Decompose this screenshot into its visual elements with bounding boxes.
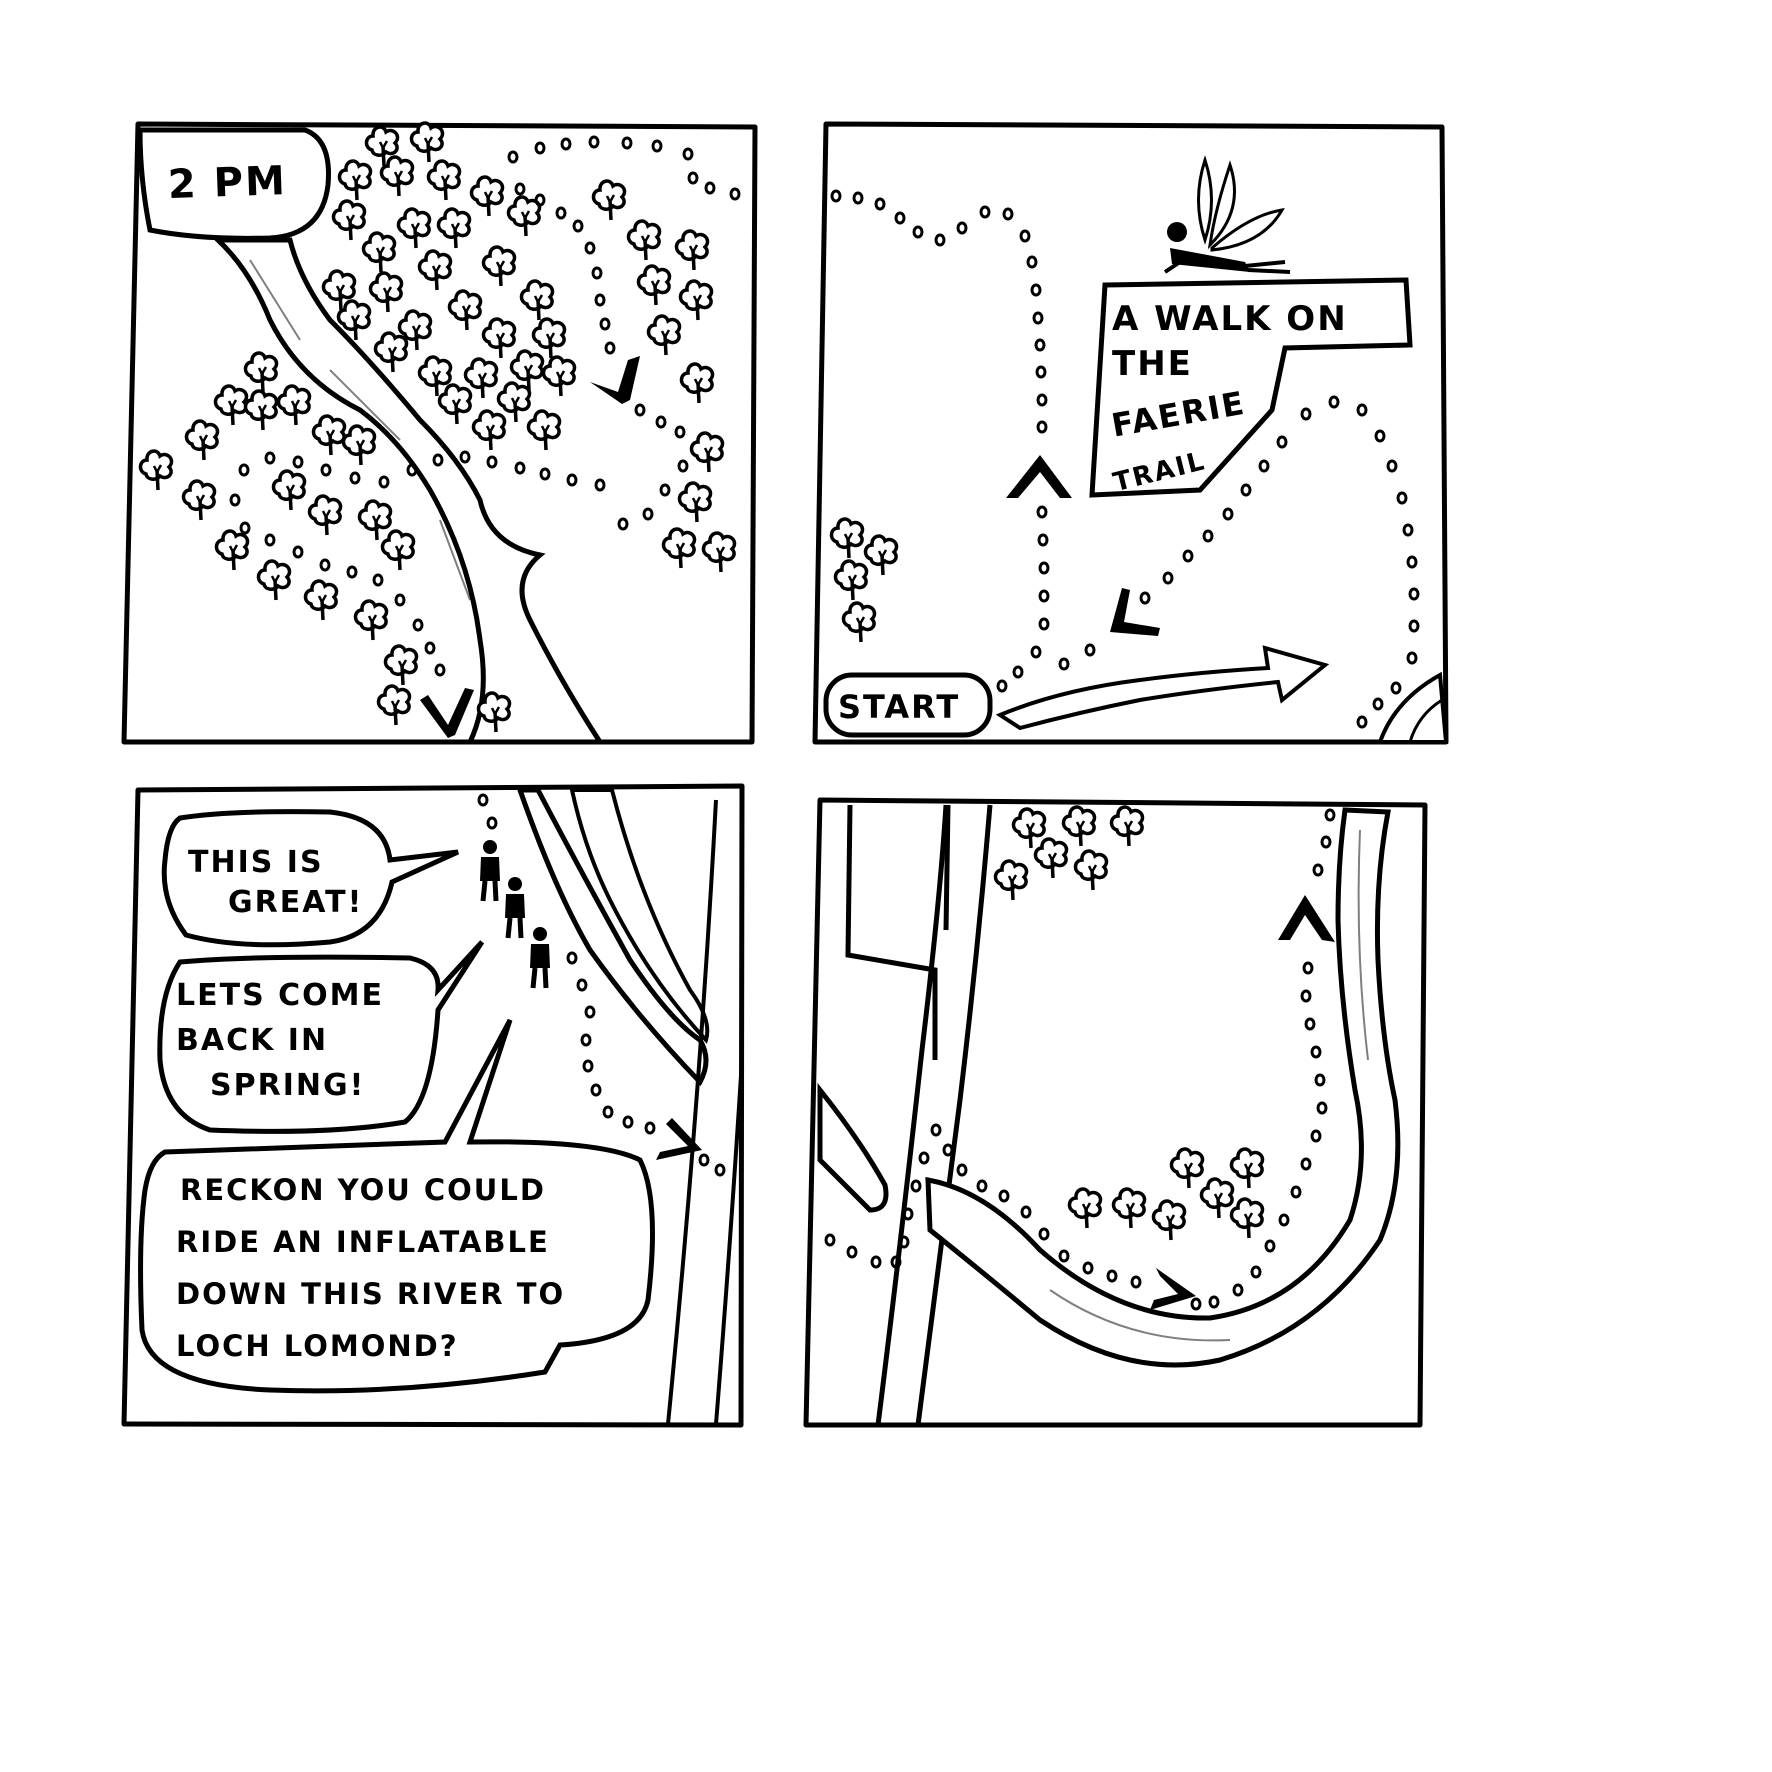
side-road [845, 804, 951, 1060]
direction-arrow-icon [1150, 1268, 1196, 1310]
direction-arrow-icon [656, 1118, 702, 1160]
river [516, 787, 709, 1087]
bubble-1-line-2: GREAT! [228, 885, 363, 920]
trail-title-line-2: THE [1112, 344, 1193, 384]
time-caption: 2 PM [167, 158, 287, 208]
bubble-2-line-2: BACK IN [176, 1023, 328, 1058]
river [1377, 671, 1449, 744]
panel-1: 2 PM [121, 121, 758, 745]
panel-4-border [803, 797, 1428, 1428]
bubble-2-line-3: SPRING! [210, 1068, 365, 1103]
direction-arrow-icon [420, 688, 474, 738]
trail-title-box [1089, 277, 1413, 498]
direction-arrow-icon [1110, 588, 1160, 636]
start-label-box [823, 672, 993, 738]
start-label: START [838, 688, 960, 726]
bubble-3-line-2: RIDE AN INFLATABLE [176, 1225, 550, 1259]
trail-dots-panel-4 [824, 808, 1336, 1311]
bubble-1-line-1: THIS IS [188, 845, 324, 880]
big-direction-arrow [995, 645, 1330, 731]
bubble-2-line-1: LETS COME [176, 978, 384, 1013]
speech-bubble-1 [161, 809, 460, 948]
road [666, 799, 744, 1425]
river [211, 237, 605, 745]
river [817, 1082, 889, 1213]
direction-arrow-icon [1278, 895, 1335, 942]
bubble-3-line-4: LOCH LOMOND? [176, 1329, 459, 1363]
trail-dots-panel-3 [477, 793, 726, 1177]
panel-4 [803, 797, 1428, 1428]
direction-arrow-icon [1006, 455, 1072, 498]
river [925, 807, 1401, 1368]
panel-3: THIS IS GREAT! LETS COME BACK IN SPRING!… [121, 783, 745, 1428]
faerie-icon [1163, 155, 1291, 274]
trail-title-line-1: A WALK ON [1112, 299, 1348, 339]
trail-dots-panel-2 [830, 189, 1420, 729]
panel-2: A WALK ON THE FAERIE TRAIL [812, 121, 1449, 745]
road [875, 804, 993, 1426]
speech-bubble-2 [157, 940, 485, 1134]
direction-arrow-icon [590, 356, 640, 404]
trail-dots-panel-1 [229, 135, 741, 677]
speech-bubble-3 [138, 1018, 655, 1394]
bubble-3-line-3: DOWN THIS RIVER TO [176, 1277, 565, 1311]
bubble-3-line-1: RECKON YOU COULD [180, 1173, 546, 1207]
